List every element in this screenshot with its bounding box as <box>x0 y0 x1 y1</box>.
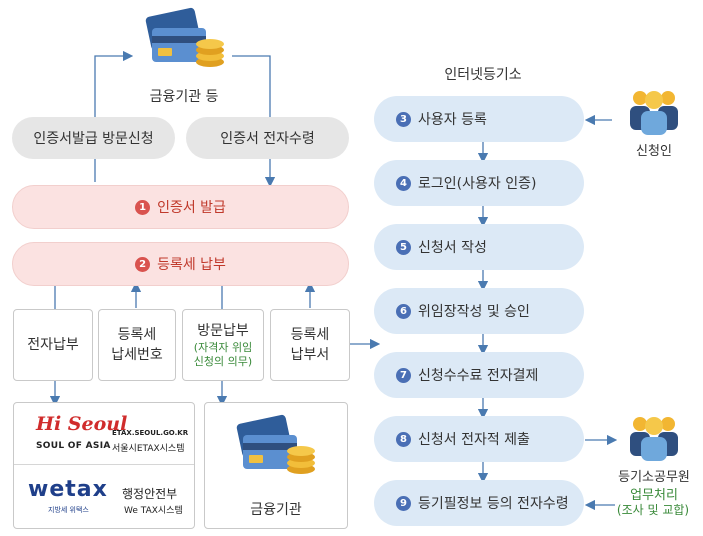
hiseoul-logo: Hi Seoul <box>36 413 128 435</box>
box-4-line1: 등록세 <box>290 327 330 343</box>
wetax-logo: wetax <box>28 477 108 502</box>
official-task-detail: (조사 및 교합) <box>616 503 690 517</box>
payment-box-visit: 방문납부 (자격자 위임 신청의 의무) <box>182 309 264 381</box>
official-task: 업무처리 <box>630 488 678 503</box>
step-3-number: 3 <box>396 111 411 127</box>
box-4-line2: 납부서 <box>290 347 330 363</box>
hiseoul-section: Hi Seoul SOUL OF ASIA ETAX.SEOUL.GO.KR 서… <box>14 403 194 465</box>
step-3-label: 사용자 등록 <box>418 112 487 128</box>
bank-cards-icon <box>229 413 321 481</box>
step-8-pill: 8 신청서 전자적 제출 <box>374 416 584 462</box>
step-8-number: 8 <box>396 431 411 447</box>
step-7-label: 신청수수료 전자결제 <box>418 368 539 384</box>
step-2-number: 2 <box>135 256 151 272</box>
payment-box-taxnumber: 등록세 납세번호 <box>98 309 176 381</box>
step-4-pill: 4 로그인(사용자 인증) <box>374 160 584 206</box>
official-people-icon <box>626 412 682 462</box>
bank-label: 금융기관 <box>250 502 302 518</box>
step-6-number: 6 <box>396 303 411 319</box>
step-8-label: 신청서 전자적 제출 <box>418 432 530 448</box>
wetax-ministry: 행정안전부 <box>122 487 178 501</box>
visit-apply-pill: 인증서발급 방문신청 <box>12 117 175 159</box>
step-5-label: 신청서 작성 <box>418 240 487 256</box>
bank-box: 금융기관 <box>204 402 348 529</box>
bank-cards-icon <box>138 6 230 74</box>
box-3-note2: 신청의 의무) <box>193 355 253 368</box>
step-9-pill: 9 등기필정보 등의 전자수령 <box>374 480 584 526</box>
online-receive-pill: 인증서 전자수령 <box>186 117 349 159</box>
tax-systems-box: Hi Seoul SOUL OF ASIA ETAX.SEOUL.GO.KR 서… <box>13 402 195 529</box>
box-3-note1: (자격자 위임 <box>193 341 253 354</box>
official-label: 등기소공무원 <box>618 470 690 485</box>
step-4-label: 로그인(사용자 인증) <box>418 176 537 192</box>
step-6-pill: 6 위임장작성 및 승인 <box>374 288 584 334</box>
box-3-line1: 방문납부 <box>197 323 249 339</box>
wetax-section: wetax 지방세 위택스 행정안전부 We TAX시스템 <box>14 465 194 528</box>
step-2-label: 등록세 납부 <box>157 257 226 273</box>
payment-box-slip: 등록세 납부서 <box>270 309 350 381</box>
wetax-system-name: We TAX시스템 <box>124 506 183 516</box>
box-2-line2: 납세번호 <box>111 347 163 363</box>
step-3-pill: 3 사용자 등록 <box>374 96 584 142</box>
step-5-pill: 5 신청서 작성 <box>374 224 584 270</box>
step-4-number: 4 <box>396 175 411 191</box>
step-7-number: 7 <box>396 367 411 383</box>
step-9-label: 등기필정보 등의 전자수령 <box>418 496 569 512</box>
step-2-bar: 2 등록세 납부 <box>12 242 349 286</box>
step-7-pill: 7 신청수수료 전자결제 <box>374 352 584 398</box>
institution-label: 금융기관 등 <box>149 89 219 105</box>
applicant-label: 신청인 <box>636 144 672 159</box>
box-1-line1: 전자납부 <box>27 337 79 353</box>
step-6-label: 위임장작성 및 승인 <box>418 304 530 320</box>
registry-title: 인터넷등기소 <box>444 67 522 83</box>
hiseoul-slogan: SOUL OF ASIA <box>36 441 111 451</box>
step-1-number: 1 <box>135 199 151 215</box>
box-2-line1: 등록세 <box>117 327 157 343</box>
step-1-label: 인증서 발급 <box>157 200 226 216</box>
hiseoul-system-name: 서울시ETAX시스템 <box>112 444 185 454</box>
hiseoul-url: ETAX.SEOUL.GO.KR <box>112 429 189 437</box>
wetax-sub: 지방세 위택스 <box>48 506 89 514</box>
payment-box-electronic: 전자납부 <box>13 309 93 381</box>
step-5-number: 5 <box>396 239 411 255</box>
applicant-people-icon <box>626 86 682 136</box>
step-9-number: 9 <box>396 495 411 511</box>
step-1-bar: 1 인증서 발급 <box>12 185 349 229</box>
